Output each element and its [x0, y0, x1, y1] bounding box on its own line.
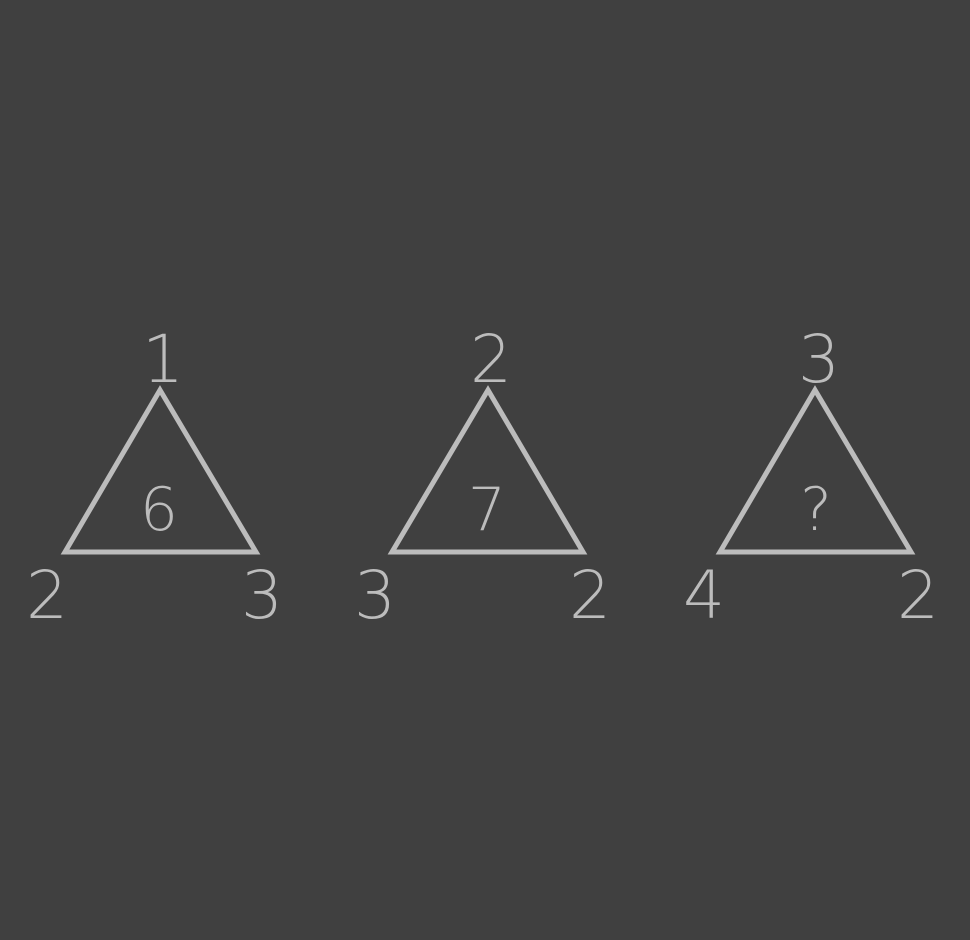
triangle-3-bottom-left-number: 4	[683, 557, 725, 634]
triangle-1-top-number: 1	[142, 321, 184, 398]
triangle-2-outline	[387, 385, 588, 555]
triangle-1-outline	[60, 385, 261, 555]
triangle-2-bottom-left-number: 3	[354, 557, 396, 634]
triangle-group-2: 2 3 2 7	[354, 321, 611, 634]
triangle-3-outline	[715, 385, 916, 555]
triangle-3-center-unknown: ?	[800, 475, 832, 545]
triangle-group-1: 1 2 3 6	[26, 321, 283, 634]
triangle-1-center-number: 6	[140, 475, 178, 545]
triangle-2-bottom-right-number: 2	[569, 557, 611, 634]
triangle-3-top-number: 3	[798, 321, 840, 398]
triangle-2-center-number: 7	[468, 475, 506, 545]
triangle-group-3: 3 4 2 ?	[683, 321, 939, 634]
triangle-1-bottom-left-number: 2	[26, 557, 68, 634]
triangle-2-top-number: 2	[470, 321, 512, 398]
triangle-1-bottom-right-number: 3	[241, 557, 283, 634]
triangle-3-bottom-right-number: 2	[897, 557, 939, 634]
